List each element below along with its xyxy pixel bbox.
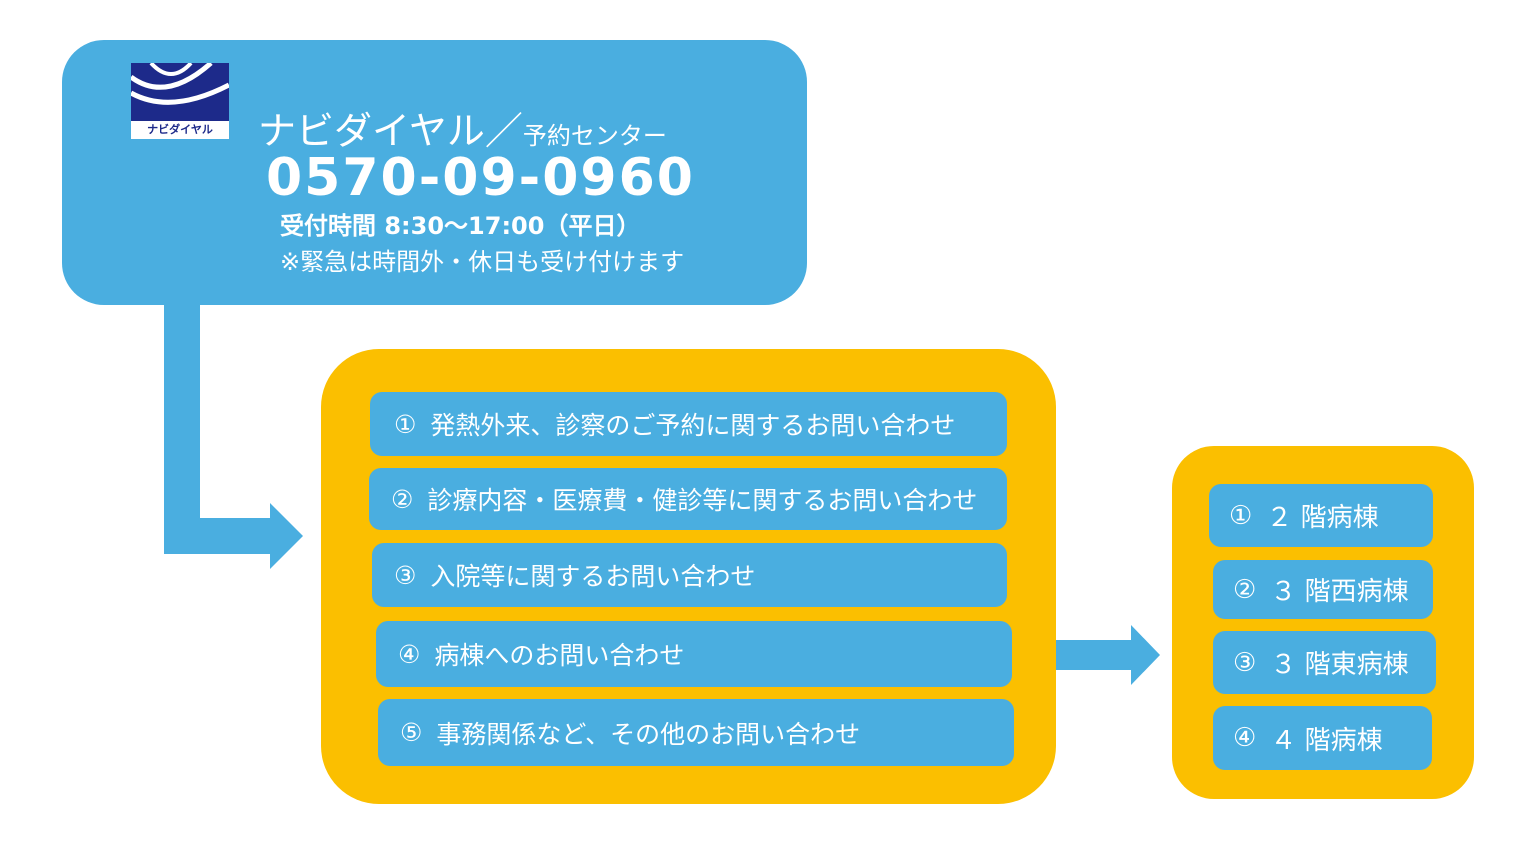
menu-item-number: ②: [391, 484, 414, 514]
ward-item-number: ②: [1233, 574, 1257, 605]
menu-item-3[interactable]: ③ 入院等に関するお問い合わせ: [372, 543, 1007, 607]
menu-item-label: 病棟へのお問い合わせ: [434, 641, 685, 670]
ward-item-label: ３ 階東病棟: [1270, 650, 1409, 680]
menu-item-number: ⑤: [400, 718, 423, 747]
ward-item-number: ③: [1233, 647, 1257, 678]
phone-number: 0570-09-0960: [266, 148, 695, 208]
ward-item-2[interactable]: ② ３ 階西病棟: [1213, 560, 1433, 619]
logo-text: ナビダイヤル: [147, 123, 213, 136]
menu-item-4[interactable]: ④ 病棟へのお問い合わせ: [376, 621, 1012, 687]
ward-item-label: ４ 階病棟: [1270, 725, 1383, 756]
reception-hours: 受付時間 8:30～17:00（平日）: [280, 212, 641, 240]
ward-item-label: ３ 階西病棟: [1270, 577, 1409, 607]
menu-item-2[interactable]: ② 診療内容・医療費・健診等に関するお問い合わせ: [369, 468, 1007, 530]
menu-item-label: 事務関係など、その他のお問い合わせ: [436, 719, 861, 749]
ward-item-4[interactable]: ④ ４ 階病棟: [1213, 706, 1432, 770]
menu-item-label: 入院等に関するお問い合わせ: [430, 562, 756, 591]
title-main: ナビダイヤル: [258, 109, 485, 153]
menu-item-number: ④: [398, 639, 421, 669]
emergency-note: ※緊急は時間外・休日も受け付けます: [280, 248, 685, 276]
title-separator: ／: [484, 109, 523, 153]
navi-dial-logo: ナビダイヤル: [129, 61, 231, 139]
ward-item-label: ２ 階病棟: [1266, 503, 1379, 533]
menu-item-number: ③: [394, 560, 417, 590]
menu-item-1[interactable]: ① 発熱外来、診察のご予約に関するお問い合わせ: [370, 392, 1007, 456]
ward-item-number: ①: [1229, 500, 1253, 531]
menu-item-label: 診療内容・医療費・健診等に関するお問い合わせ: [427, 486, 978, 515]
title-subtitle: 予約センター: [522, 122, 667, 150]
arrow-header-to-menu: [164, 300, 303, 569]
navi-dial-logo-mark: [129, 61, 231, 121]
menu-item-5[interactable]: ⑤ 事務関係など、その他のお問い合わせ: [378, 699, 1014, 766]
menu-item-label: 発熱外来、診察のご予約に関するお問い合わせ: [430, 411, 956, 440]
service-title: ナビダイヤル／予約センター: [258, 100, 667, 155]
ward-item-3[interactable]: ③ ３ 階東病棟: [1213, 631, 1436, 694]
ward-item-1[interactable]: ① ２ 階病棟: [1209, 484, 1433, 547]
ward-item-number: ④: [1233, 723, 1257, 753]
menu-item-number: ①: [394, 409, 417, 439]
